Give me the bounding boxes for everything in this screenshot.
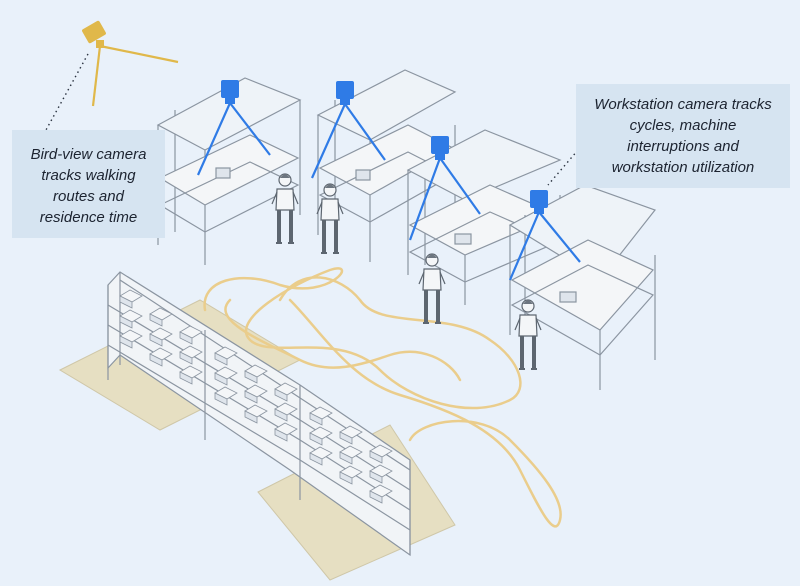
bird-view-callout: Bird-view camera tracks walking routes a… [12,130,165,238]
callout-line: workstation utilization [611,159,755,176]
camera-icon [221,80,239,104]
worker-icon [417,252,447,325]
callout-line: residence time [39,209,138,226]
callout-line: Workstation camera tracks [594,96,772,113]
callout-line: cycles, machine [629,117,737,134]
storage-racks [107,271,411,557]
camera-icon [530,190,548,214]
bird-camera-icon [82,20,179,107]
camera-icon [431,136,449,160]
callout-line: Bird-view camera [30,146,147,163]
worker-icon [270,172,300,245]
callout-line: routes and [53,188,124,205]
workstation-3 [406,129,562,305]
camera-rays [196,102,581,281]
callout-line: interruptions and [627,138,739,155]
camera-icon [336,81,354,105]
workstation-cameras [221,80,548,214]
workstation-4 [508,184,656,390]
callout-line: tracks walking [41,167,136,184]
worker-icon [513,298,543,371]
walking-route [203,267,562,528]
workstation-2 [316,69,457,262]
workstation-callout: Workstation camera tracks cycles, machin… [576,84,790,188]
